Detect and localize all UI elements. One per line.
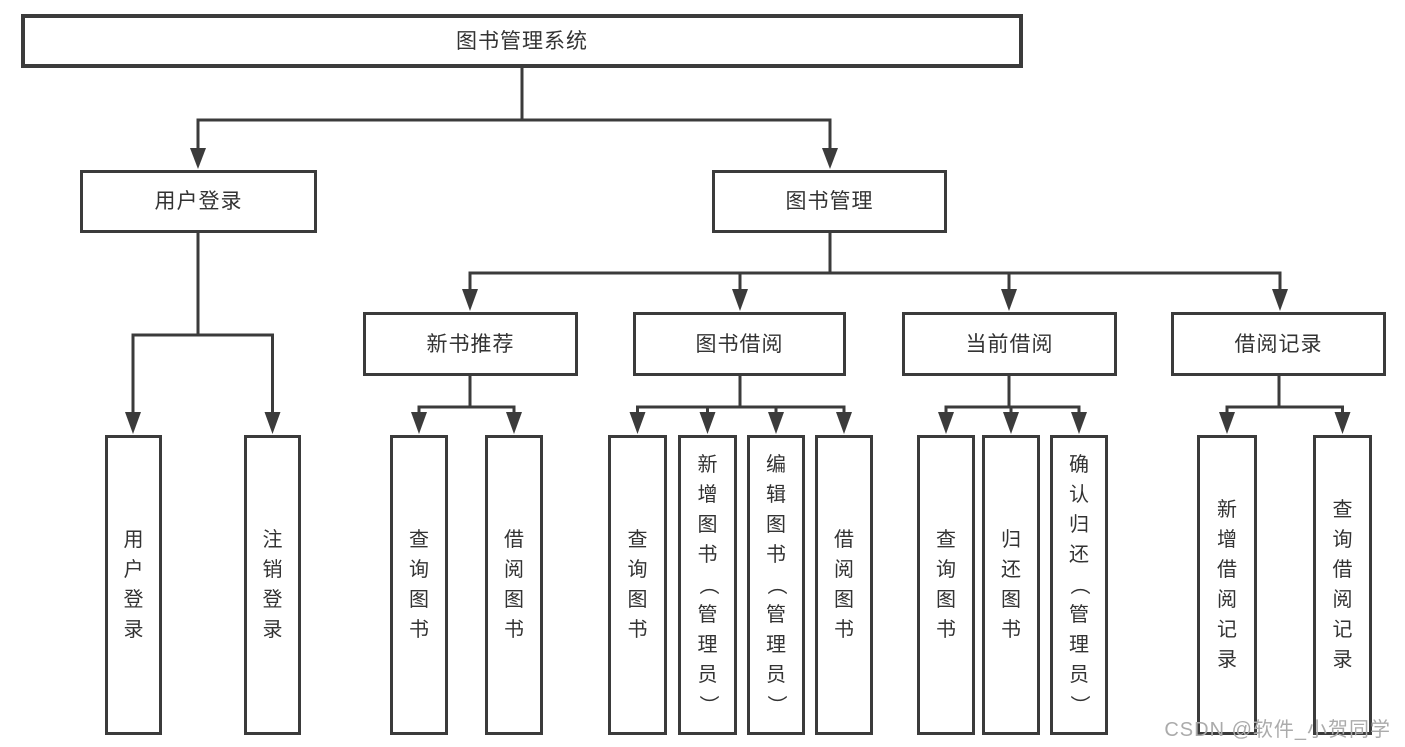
leaf-label: 借阅图书 (504, 529, 524, 641)
node-label: 当前借阅 (965, 332, 1054, 356)
connector-book-management-to-level3 (462, 233, 1288, 311)
leaf-label: 查询借阅记录 (1332, 499, 1353, 671)
leaf-label: 编辑图书（管理员） (765, 454, 787, 715)
leaf-label: 用户登录 (123, 529, 144, 641)
node-label: 图书管理 (785, 190, 874, 213)
node-label: 借阅记录 (1234, 332, 1323, 356)
leaf-label: 新增图书（管理员） (696, 454, 719, 715)
leaf-query-borrow-record: 查询借阅记录 (1313, 435, 1372, 735)
leaf-query-books-borrowing: 查询图书 (608, 435, 667, 735)
connector-current-borrowing-to-leaves (938, 375, 1087, 434)
node-current-borrowing: 当前借阅 (902, 312, 1117, 376)
node-book-management: 图书管理 (712, 170, 947, 233)
node-label: 用户登录 (154, 190, 243, 213)
leaf-add-borrow-record: 新增借阅记录 (1197, 435, 1257, 735)
leaf-label: 查询图书 (936, 529, 956, 641)
leaf-logout: 注销登录 (244, 435, 301, 735)
connector-book-borrowing-to-leaves (629, 375, 852, 434)
leaf-edit-books-admin: 编辑图书（管理员） (747, 435, 805, 735)
node-book-borrowing: 图书借阅 (633, 312, 846, 376)
leaf-add-books-admin: 新增图书（管理员） (678, 435, 737, 735)
node-label: 图书借阅 (695, 332, 784, 356)
leaf-label: 归还图书 (1001, 529, 1021, 641)
leaf-borrow-books-recommend: 借阅图书 (485, 435, 543, 735)
leaf-query-books-recommend: 查询图书 (390, 435, 448, 735)
leaf-query-books-current: 查询图书 (917, 435, 975, 735)
node-label: 新书推荐 (426, 332, 515, 356)
connector-root-to-level2 (190, 68, 838, 169)
leaf-return-books: 归还图书 (982, 435, 1040, 735)
node-library-management-system: 图书管理系统 (21, 14, 1023, 68)
leaf-confirm-return-admin: 确认归还（管理员） (1050, 435, 1108, 735)
leaf-label: 新增借阅记录 (1217, 499, 1237, 671)
leaf-label: 确认归还（管理员） (1068, 454, 1090, 715)
leaf-user-login: 用户登录 (105, 435, 162, 735)
csdn-watermark: CSDN @软件_小贺同学 (1164, 719, 1391, 741)
leaf-label: 查询图书 (409, 529, 429, 641)
connector-borrowing-records-to-leaves (1219, 375, 1351, 434)
leaf-label: 查询图书 (627, 529, 648, 641)
connector-user-login-to-leaves (125, 233, 281, 434)
leaf-borrow-books: 借阅图书 (815, 435, 873, 735)
leaf-label: 注销登录 (262, 529, 283, 641)
node-label: 图书管理系统 (456, 29, 588, 53)
node-new-book-recommend: 新书推荐 (363, 312, 578, 376)
node-borrowing-records: 借阅记录 (1171, 312, 1386, 376)
connector-new-book-recommend-to-leaves (411, 375, 522, 434)
node-user-login: 用户登录 (80, 170, 317, 233)
leaf-label: 借阅图书 (834, 529, 854, 641)
